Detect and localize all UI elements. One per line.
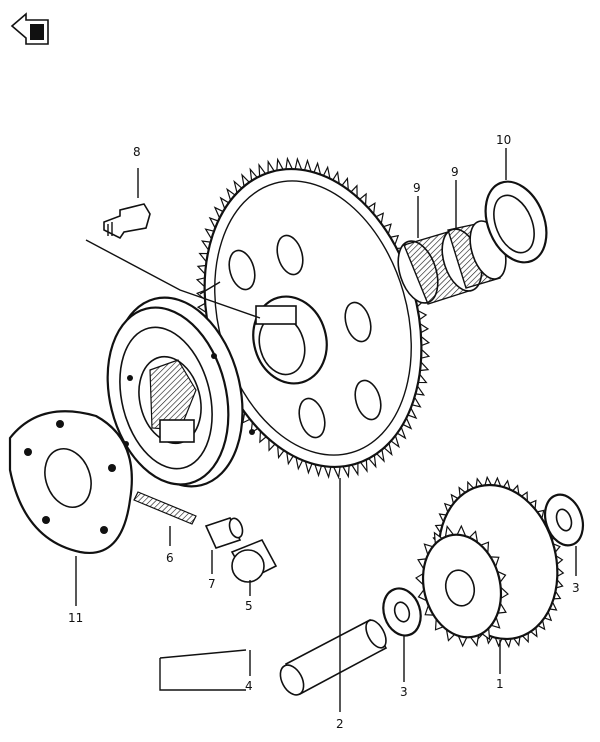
clutch-cover-plate (8, 410, 133, 555)
label-part-6: 6 (166, 551, 174, 565)
label-part-9a: 9 (413, 181, 421, 195)
large-gear-hole (276, 234, 304, 276)
label-part-5: 5 (245, 599, 253, 613)
washer-left (382, 587, 422, 637)
spring (133, 491, 197, 525)
roller (204, 517, 244, 549)
label-part-1: 1 (496, 677, 504, 691)
label-part-8: 8 (133, 145, 141, 159)
label-part-10: 10 (496, 133, 511, 147)
gear-tooth (332, 466, 341, 480)
label-part-3b: 3 (572, 581, 580, 595)
large-gear (195, 156, 431, 480)
large-gear-hole (344, 301, 372, 343)
label-part-4: 4 (245, 679, 253, 693)
label-part-11: 11 (68, 611, 83, 625)
large-gear-hole (354, 379, 382, 421)
part-labels: 8 9 9 10 11 6 7 5 4 2 3 1 3 (68, 133, 580, 731)
front-direction-arrow-icon (10, 12, 49, 45)
large-gear-hole (298, 397, 326, 439)
roller-cap (230, 538, 278, 583)
label-part-7: 7 (208, 577, 216, 591)
large-gear-hole (228, 249, 256, 291)
thrust-washer (484, 180, 548, 264)
label-part-2: 2 (336, 717, 344, 731)
starter-idle-gear (415, 475, 565, 649)
label-part-3a: 3 (400, 685, 408, 699)
starter-clutch (106, 296, 255, 488)
leader-lines (75, 148, 577, 712)
label-part-9b: 9 (451, 165, 459, 179)
gear-tooth (285, 156, 294, 170)
idle-gear-shaft (279, 618, 388, 696)
washer-right (543, 493, 585, 547)
needle-bearing (447, 220, 507, 289)
bolt (103, 203, 151, 240)
